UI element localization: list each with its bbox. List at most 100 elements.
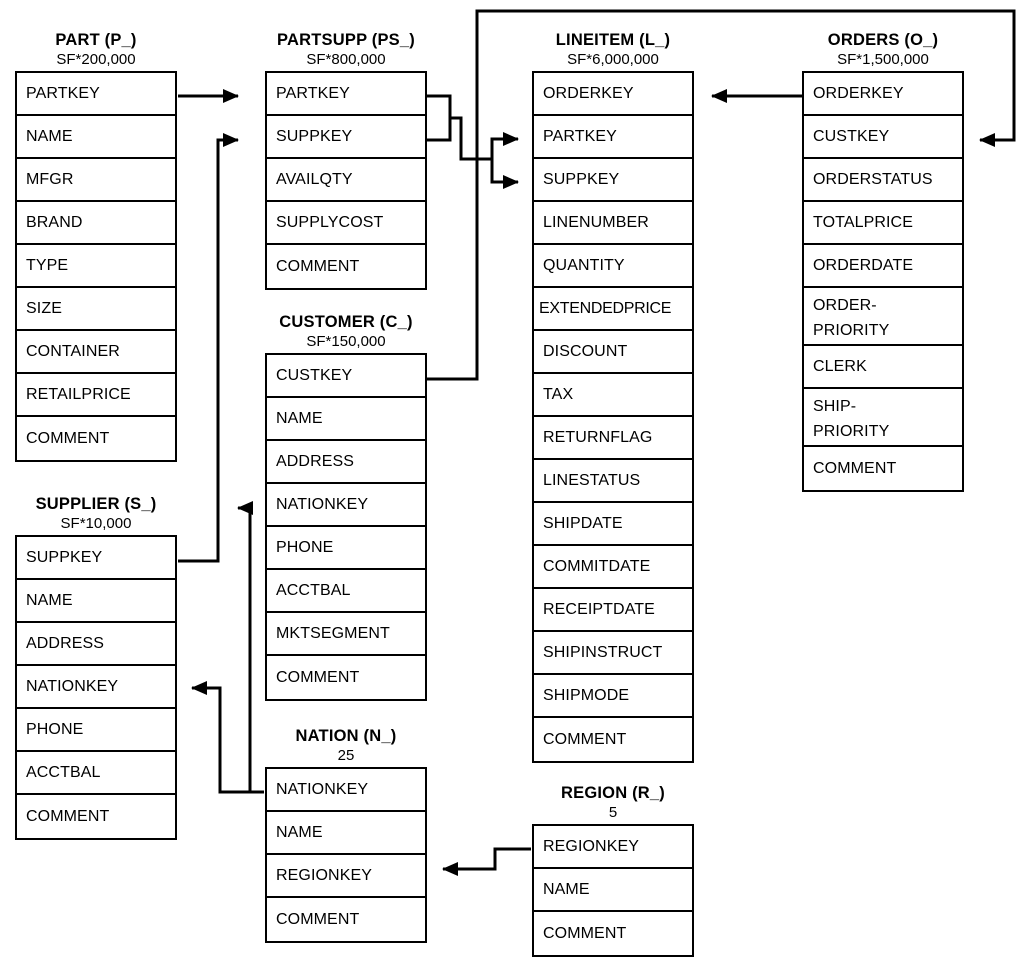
entity-nation-title: NATION (N_)	[295, 727, 397, 745]
field-nation-name[interactable]: NAME	[267, 812, 425, 855]
field-customer-nationkey[interactable]: NATIONKEY	[267, 484, 425, 527]
entity-part[interactable]: PART (P_) SF*200,000 PARTKEY NAME MFGR B…	[15, 30, 177, 462]
field-lineitem-orderkey[interactable]: ORDERKEY	[534, 73, 692, 116]
field-partsupp-availqty[interactable]: AVAILQTY	[267, 159, 425, 202]
field-orders-orderpriority[interactable]: ORDER-PRIORITY	[804, 288, 962, 346]
field-lineitem-linestatus[interactable]: LINESTATUS	[534, 460, 692, 503]
entity-region[interactable]: REGION (R_) 5 REGIONKEY NAME COMMENT	[532, 783, 694, 957]
entity-nation[interactable]: NATION (N_) 25 NATIONKEY NAME REGIONKEY …	[265, 726, 427, 943]
field-supplier-nationkey[interactable]: NATIONKEY	[17, 666, 175, 709]
field-supplier-phone[interactable]: PHONE	[17, 709, 175, 752]
field-part-size[interactable]: SIZE	[17, 288, 175, 331]
connector-region-nation	[442, 847, 531, 876]
entity-customer-fields: CUSTKEY NAME ADDRESS NATIONKEY PHONE ACC…	[265, 353, 427, 701]
connector-nation-customer	[237, 501, 264, 794]
field-part-container[interactable]: CONTAINER	[17, 331, 175, 374]
entity-region-cardinality: 5	[608, 804, 618, 821]
connector-supplier-partsupp	[178, 133, 239, 563]
field-orders-clerk[interactable]: CLERK	[804, 346, 962, 389]
field-lineitem-partkey[interactable]: PARTKEY	[534, 116, 692, 159]
field-lineitem-comment[interactable]: COMMENT	[534, 718, 692, 761]
entity-partsupp[interactable]: PARTSUPP (PS_) SF*800,000 PARTKEY SUPPKE…	[265, 30, 427, 290]
field-supplier-address[interactable]: ADDRESS	[17, 623, 175, 666]
field-partsupp-supplycost[interactable]: SUPPLYCOST	[267, 202, 425, 245]
field-lineitem-extendedprice[interactable]: EXTENDEDPRICE	[534, 288, 692, 331]
field-lineitem-returnflag[interactable]: RETURNFLAG	[534, 417, 692, 460]
entity-lineitem-title: LINEITEM (L_)	[555, 31, 671, 49]
field-nation-nationkey[interactable]: NATIONKEY	[267, 769, 425, 812]
entity-region-fields: REGIONKEY NAME COMMENT	[532, 824, 694, 957]
entity-lineitem-fields: ORDERKEY PARTKEY SUPPKEY LINENUMBER QUAN…	[532, 71, 694, 763]
field-orders-orderkey[interactable]: ORDERKEY	[804, 73, 962, 116]
entity-orders-cardinality: SF*1,500,000	[837, 51, 929, 68]
field-orders-orderdate[interactable]: ORDERDATE	[804, 245, 962, 288]
field-lineitem-linenumber[interactable]: LINENUMBER	[534, 202, 692, 245]
field-nation-comment[interactable]: COMMENT	[267, 898, 425, 941]
field-orders-orderstatus[interactable]: ORDERSTATUS	[804, 159, 962, 202]
field-customer-name[interactable]: NAME	[267, 398, 425, 441]
field-part-partkey[interactable]: PARTKEY	[17, 73, 175, 116]
field-customer-phone[interactable]: PHONE	[267, 527, 425, 570]
entity-lineitem[interactable]: LINEITEM (L_) SF*6,000,000 ORDERKEY PART…	[532, 30, 694, 763]
field-region-name[interactable]: NAME	[534, 869, 692, 912]
entity-region-title: REGION (R_)	[561, 784, 665, 802]
field-lineitem-quantity[interactable]: QUANTITY	[534, 245, 692, 288]
entity-part-title: PART (P_)	[55, 31, 137, 49]
entity-customer-title: CUSTOMER (C_)	[279, 313, 413, 331]
field-lineitem-discount[interactable]: DISCOUNT	[534, 331, 692, 374]
entity-supplier-cardinality: SF*10,000	[60, 515, 132, 532]
entity-partsupp-title: PARTSUPP (PS_)	[277, 31, 415, 49]
field-orders-totalprice[interactable]: TOTALPRICE	[804, 202, 962, 245]
entity-supplier-fields: SUPPKEY NAME ADDRESS NATIONKEY PHONE ACC…	[15, 535, 177, 840]
connector-partsupp-lineitem-supp	[490, 159, 519, 189]
connector-partsupp-trunk	[450, 116, 492, 161]
field-region-regionkey[interactable]: REGIONKEY	[534, 826, 692, 869]
field-lineitem-shipdate[interactable]: SHIPDATE	[534, 503, 692, 546]
field-partsupp-suppkey[interactable]: SUPPKEY	[267, 116, 425, 159]
entity-customer-cardinality: SF*150,000	[306, 333, 386, 350]
entity-partsupp-cardinality: SF*800,000	[306, 51, 386, 68]
field-customer-address[interactable]: ADDRESS	[267, 441, 425, 484]
entity-orders[interactable]: ORDERS (O_) SF*1,500,000 ORDERKEY CUSTKE…	[802, 30, 964, 492]
field-customer-custkey[interactable]: CUSTKEY	[267, 355, 425, 398]
field-lineitem-shipmode[interactable]: SHIPMODE	[534, 675, 692, 718]
field-customer-comment[interactable]: COMMENT	[267, 656, 425, 699]
field-region-comment[interactable]: COMMENT	[534, 912, 692, 955]
field-customer-acctbal[interactable]: ACCTBAL	[267, 570, 425, 613]
field-supplier-name[interactable]: NAME	[17, 580, 175, 623]
field-part-retailprice[interactable]: RETAILPRICE	[17, 374, 175, 417]
field-orders-shippriority[interactable]: SHIP-PRIORITY	[804, 389, 962, 447]
entity-partsupp-fields: PARTKEY SUPPKEY AVAILQTY SUPPLYCOST COMM…	[265, 71, 427, 290]
field-lineitem-shipinstruct[interactable]: SHIPINSTRUCT	[534, 632, 692, 675]
field-partsupp-partkey[interactable]: PARTKEY	[267, 73, 425, 116]
entity-orders-title: ORDERS (O_)	[827, 31, 939, 49]
connector-partsupp-lineitem-part	[490, 132, 519, 159]
field-part-comment[interactable]: COMMENT	[17, 417, 175, 460]
field-partsupp-comment[interactable]: COMMENT	[267, 245, 425, 288]
connector-partsupp-merge-top	[427, 94, 452, 118]
field-supplier-comment[interactable]: COMMENT	[17, 795, 175, 838]
field-part-mfgr[interactable]: MFGR	[17, 159, 175, 202]
field-lineitem-tax[interactable]: TAX	[534, 374, 692, 417]
field-supplier-suppkey[interactable]: SUPPKEY	[17, 537, 175, 580]
field-customer-mktsegment[interactable]: MKTSEGMENT	[267, 613, 425, 656]
entity-orders-fields: ORDERKEY CUSTKEY ORDERSTATUS TOTALPRICE …	[802, 71, 964, 492]
connector-nation-supplier	[191, 681, 264, 794]
field-lineitem-suppkey[interactable]: SUPPKEY	[534, 159, 692, 202]
entity-supplier[interactable]: SUPPLIER (S_) SF*10,000 SUPPKEY NAME ADD…	[15, 494, 177, 840]
field-part-brand[interactable]: BRAND	[17, 202, 175, 245]
field-orders-custkey[interactable]: CUSTKEY	[804, 116, 962, 159]
field-lineitem-receiptdate[interactable]: RECEIPTDATE	[534, 589, 692, 632]
field-lineitem-commitdate[interactable]: COMMITDATE	[534, 546, 692, 589]
entity-lineitem-cardinality: SF*6,000,000	[567, 51, 659, 68]
entity-part-fields: PARTKEY NAME MFGR BRAND TYPE SIZE CONTAI…	[15, 71, 177, 462]
entity-part-cardinality: SF*200,000	[56, 51, 136, 68]
entity-customer[interactable]: CUSTOMER (C_) SF*150,000 CUSTKEY NAME AD…	[265, 312, 427, 701]
field-orders-comment[interactable]: COMMENT	[804, 447, 962, 490]
field-nation-regionkey[interactable]: REGIONKEY	[267, 855, 425, 898]
field-part-type[interactable]: TYPE	[17, 245, 175, 288]
field-supplier-acctbal[interactable]: ACCTBAL	[17, 752, 175, 795]
entity-nation-cardinality: 25	[337, 747, 355, 764]
field-part-name[interactable]: NAME	[17, 116, 175, 159]
